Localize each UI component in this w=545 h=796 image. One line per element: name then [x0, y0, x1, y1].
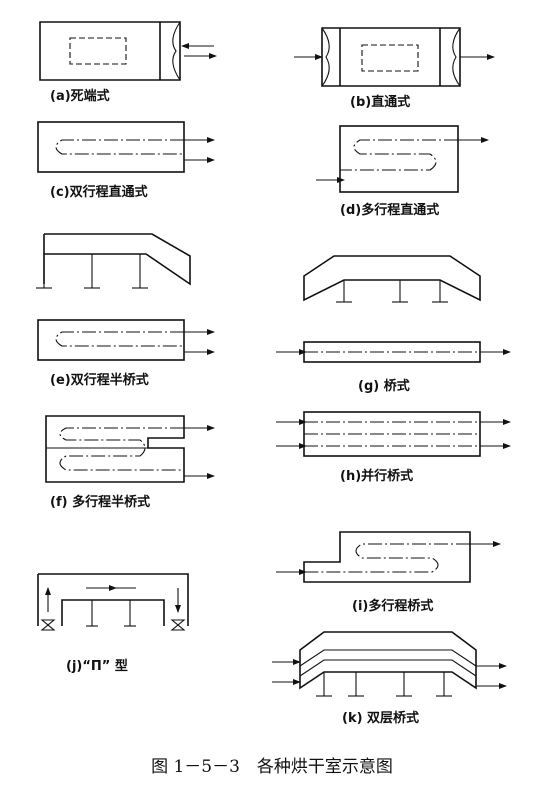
panel-c-double-pass: (c)双行程直通式	[37, 121, 215, 200]
panel-g-bridge: (g) 桥式	[276, 341, 511, 394]
panel-b-caption: (b)直通式	[350, 94, 410, 110]
panel-g-caption: (g) 桥式	[358, 378, 410, 394]
panel-k-caption: (k) 双层桥式	[342, 710, 419, 726]
panel-i-caption: (i)多行程桥式	[352, 598, 433, 614]
panel-a-dead-end: (a)死端式	[39, 21, 217, 104]
panel-f-caption: (f) 多行程半桥式	[50, 494, 150, 510]
panel-h-parallel-bridge: (h)并行桥式	[276, 411, 511, 484]
panel-b-straight-through: (b)直通式	[294, 27, 495, 110]
panel-j-caption: (j)“П” 型	[66, 658, 128, 674]
panel-e-elevation	[36, 233, 191, 289]
panel-c-caption: (c)双行程直通式	[50, 184, 148, 200]
panel-f-multi-pass-half-bridge: (f) 多行程半桥式	[45, 415, 215, 510]
figure-title: 图 1－5－3 各种烘干室示意图	[151, 757, 393, 777]
panel-k-double-layer-bridge: (k) 双层桥式	[272, 631, 507, 726]
panel-e-caption: (e)双行程半桥式	[50, 372, 149, 388]
panel-j-pi-type: (j)“П” 型	[37, 573, 189, 674]
panel-h-caption: (h)并行桥式	[340, 468, 413, 484]
panel-d-multi-pass: (d)多行程直通式	[316, 125, 489, 218]
panel-a-caption: (a)死端式	[50, 88, 110, 104]
panel-e-double-pass-half-bridge: (e)双行程半桥式	[37, 319, 215, 388]
panel-i-multi-pass-bridge: (i)多行程桥式	[276, 531, 501, 614]
panel-d-caption: (d)多行程直通式	[340, 202, 439, 218]
panel-g-elevation	[303, 255, 481, 303]
